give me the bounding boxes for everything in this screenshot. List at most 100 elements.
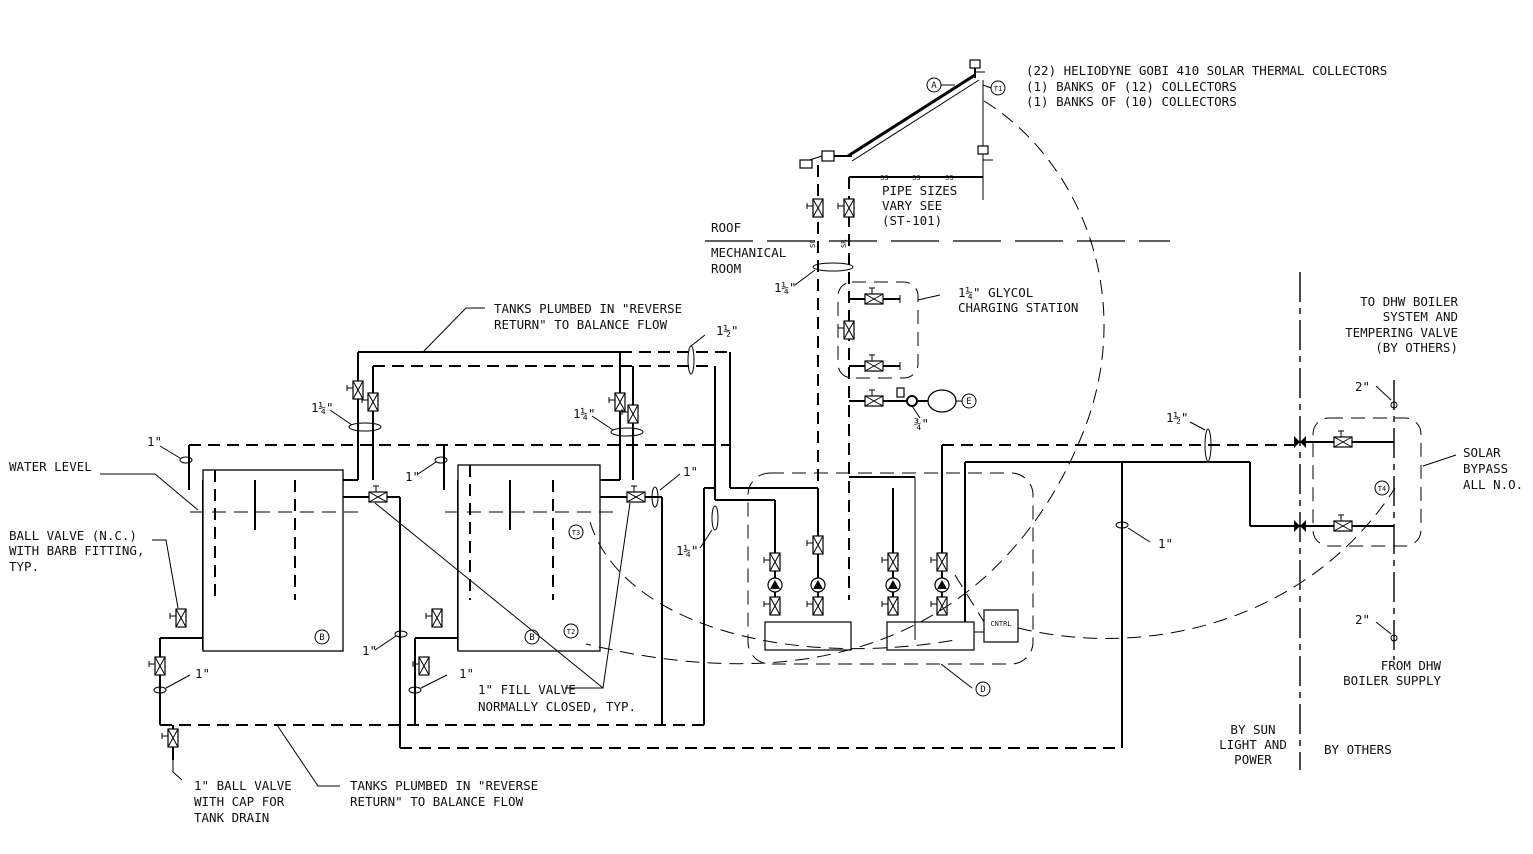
- from-dhw-line2: BOILER SUPPLY: [1343, 673, 1441, 688]
- svg-text:TANKS PLUMBED IN "REVERSE: TANKS PLUMBED IN "REVERSE: [350, 778, 538, 793]
- pump-valve-1b[interactable]: [763, 596, 781, 616]
- ball-valve-nc-2[interactable]: [425, 608, 443, 628]
- glycol-valve-mid[interactable]: [837, 320, 855, 340]
- svg-text:RETURN" TO BALANCE FLOW: RETURN" TO BALANCE FLOW: [494, 317, 668, 332]
- pump-valve-3[interactable]: [881, 552, 899, 572]
- riser-valve-2[interactable]: [837, 198, 855, 218]
- svg-text:BALL VALVE (N.C.): BALL VALVE (N.C.): [9, 528, 137, 543]
- sensor-t1: T1: [982, 80, 1006, 96]
- svg-text:2": 2": [1355, 612, 1370, 627]
- svg-text:1¼": 1¼": [573, 406, 596, 421]
- pump-valve-2[interactable]: [806, 535, 824, 555]
- pump-valve-1[interactable]: [763, 552, 781, 572]
- storage-tank-2: B: [445, 464, 615, 652]
- pump-valve-2b[interactable]: [806, 596, 824, 616]
- size-callout-1-bottom-left: 1": [153, 666, 210, 694]
- circulator-pump-4: [934, 577, 950, 593]
- size-callout-1-1-2-dhw: 1½": [1166, 410, 1212, 462]
- solar-bypass-line2: BYPASS: [1463, 461, 1508, 476]
- tank-valve-a2[interactable]: [361, 392, 379, 412]
- to-dhw-line1: TO DHW BOILER: [1360, 294, 1458, 309]
- svg-text:1" FILL VALVE: 1" FILL VALVE: [478, 682, 576, 697]
- svg-text:TYP.: TYP.: [9, 559, 39, 574]
- svg-text:2": 2": [1355, 379, 1370, 394]
- svg-text:D: D: [980, 685, 985, 695]
- pump-valve-4b[interactable]: [930, 596, 948, 616]
- pipe-sizes-line2: VARY SEE: [882, 198, 942, 213]
- pump-valve-4[interactable]: [930, 552, 948, 572]
- size-callout-2-top: 2": [1355, 379, 1392, 401]
- pipe-sizes-line3: (ST-101): [882, 213, 942, 228]
- pump-valve-3b[interactable]: [881, 596, 899, 616]
- solar-bypass-line1: SOLAR: [1463, 445, 1501, 460]
- ball-valve-nc-1[interactable]: [169, 608, 187, 628]
- expansion-tank-assembly: E ¾": [849, 387, 977, 431]
- mechanical-room-line1: MECHANICAL: [711, 245, 786, 260]
- glycol-label-line1: 1¼" GLYCOL: [958, 285, 1033, 300]
- collectors-note-line3: (1) BANKS OF (10) COLLECTORS: [1026, 94, 1237, 109]
- size-callout-1-left-tank: 1": [147, 434, 193, 464]
- svg-text:1": 1": [683, 464, 698, 479]
- svg-text:T3: T3: [572, 529, 580, 537]
- size-callout-2-bottom: 2": [1355, 612, 1392, 635]
- svg-text:WATER LEVEL: WATER LEVEL: [9, 459, 92, 474]
- svg-text:SS: SS: [945, 174, 953, 182]
- svg-text:1": 1": [405, 469, 420, 484]
- tank-drain-ball-valve[interactable]: [161, 728, 179, 748]
- svg-text:1": 1": [459, 666, 474, 681]
- solar-collector: [799, 59, 993, 200]
- by-sun-line2: LIGHT AND: [1219, 737, 1287, 752]
- glycol-label-line2: CHARGING STATION: [958, 300, 1078, 315]
- by-others-label: BY OTHERS: [1324, 742, 1392, 757]
- tank-valve-a1[interactable]: [346, 380, 364, 400]
- tank-valve-b1[interactable]: [608, 392, 626, 412]
- svg-text:B: B: [319, 633, 324, 643]
- size-callout-1-mid-tank: 1": [405, 456, 448, 484]
- svg-text:E: E: [966, 397, 971, 407]
- expansion-valve[interactable]: [864, 389, 884, 407]
- size-callout-1-1-4-mid: 1¼": [573, 406, 644, 437]
- size-callout-riser: 1¼": [774, 262, 854, 295]
- bypass-valve-upper[interactable]: [1333, 430, 1353, 448]
- ball-valve-drain-note: 1" BALL VALVE WITH CAP FOR TANK DRAIN: [172, 760, 292, 825]
- svg-text:1": 1": [362, 643, 377, 658]
- svg-text:NORMALLY CLOSED, TYP.: NORMALLY CLOSED, TYP.: [478, 699, 636, 714]
- svg-text:CNTRL: CNTRL: [990, 620, 1011, 628]
- from-dhw-line1: FROM DHW: [1381, 658, 1442, 673]
- svg-text:WITH BARB FITTING,: WITH BARB FITTING,: [9, 543, 144, 558]
- pump-station-tag-d: D: [940, 663, 991, 697]
- circulator-pump-1: [767, 577, 783, 593]
- size-callout-1-1-2-top: 1½": [687, 323, 739, 375]
- svg-text:B: B: [529, 633, 534, 643]
- svg-text:T2: T2: [567, 628, 575, 636]
- to-dhw-line2: SYSTEM AND: [1383, 309, 1458, 324]
- circulator-pump-3: [885, 577, 901, 593]
- svg-text:1½": 1½": [1166, 410, 1189, 425]
- pipe-sizes-line1: PIPE SIZES: [882, 183, 957, 198]
- collectors-note-line1: (22) HELIODYNE GOBI 410 SOLAR THERMAL CO…: [1026, 63, 1387, 78]
- svg-text:TANKS PLUMBED IN "REVERSE: TANKS PLUMBED IN "REVERSE: [494, 301, 682, 316]
- svg-text:¾": ¾": [914, 416, 929, 431]
- fill-valve-tank1[interactable]: [368, 485, 388, 503]
- size-callout-1-1-4-left: 1¼": [311, 400, 382, 432]
- svg-text:SS: SS: [880, 174, 888, 182]
- svg-text:SS: SS: [912, 174, 920, 182]
- to-dhw-line3: TEMPERING VALVE: [1345, 325, 1458, 340]
- reverse-return-top-note: TANKS PLUMBED IN "REVERSE RETURN" TO BAL…: [422, 301, 682, 353]
- drain-valve-1[interactable]: [148, 656, 166, 676]
- glycol-valve-top[interactable]: [864, 287, 884, 305]
- svg-text:1½": 1½": [716, 323, 739, 338]
- storage-tank-1: B: [190, 469, 360, 652]
- to-dhw-line4: (BY OTHERS): [1375, 340, 1458, 355]
- glycol-valve-bottom[interactable]: [864, 354, 884, 372]
- bypass-valve-lower[interactable]: [1333, 514, 1353, 532]
- riser-valve-1[interactable]: [806, 198, 824, 218]
- svg-text:RETURN" TO BALANCE FLOW: RETURN" TO BALANCE FLOW: [350, 794, 524, 809]
- svg-text:SC: SC: [809, 240, 817, 248]
- fill-valve-tank2[interactable]: [626, 485, 646, 503]
- svg-text:TANK DRAIN: TANK DRAIN: [194, 810, 269, 825]
- controller-box[interactable]: CNTRL: [983, 609, 1019, 643]
- svg-text:SR: SR: [840, 239, 848, 248]
- by-sun-line1: BY SUN: [1230, 722, 1275, 737]
- svg-text:1¼": 1¼": [774, 280, 797, 295]
